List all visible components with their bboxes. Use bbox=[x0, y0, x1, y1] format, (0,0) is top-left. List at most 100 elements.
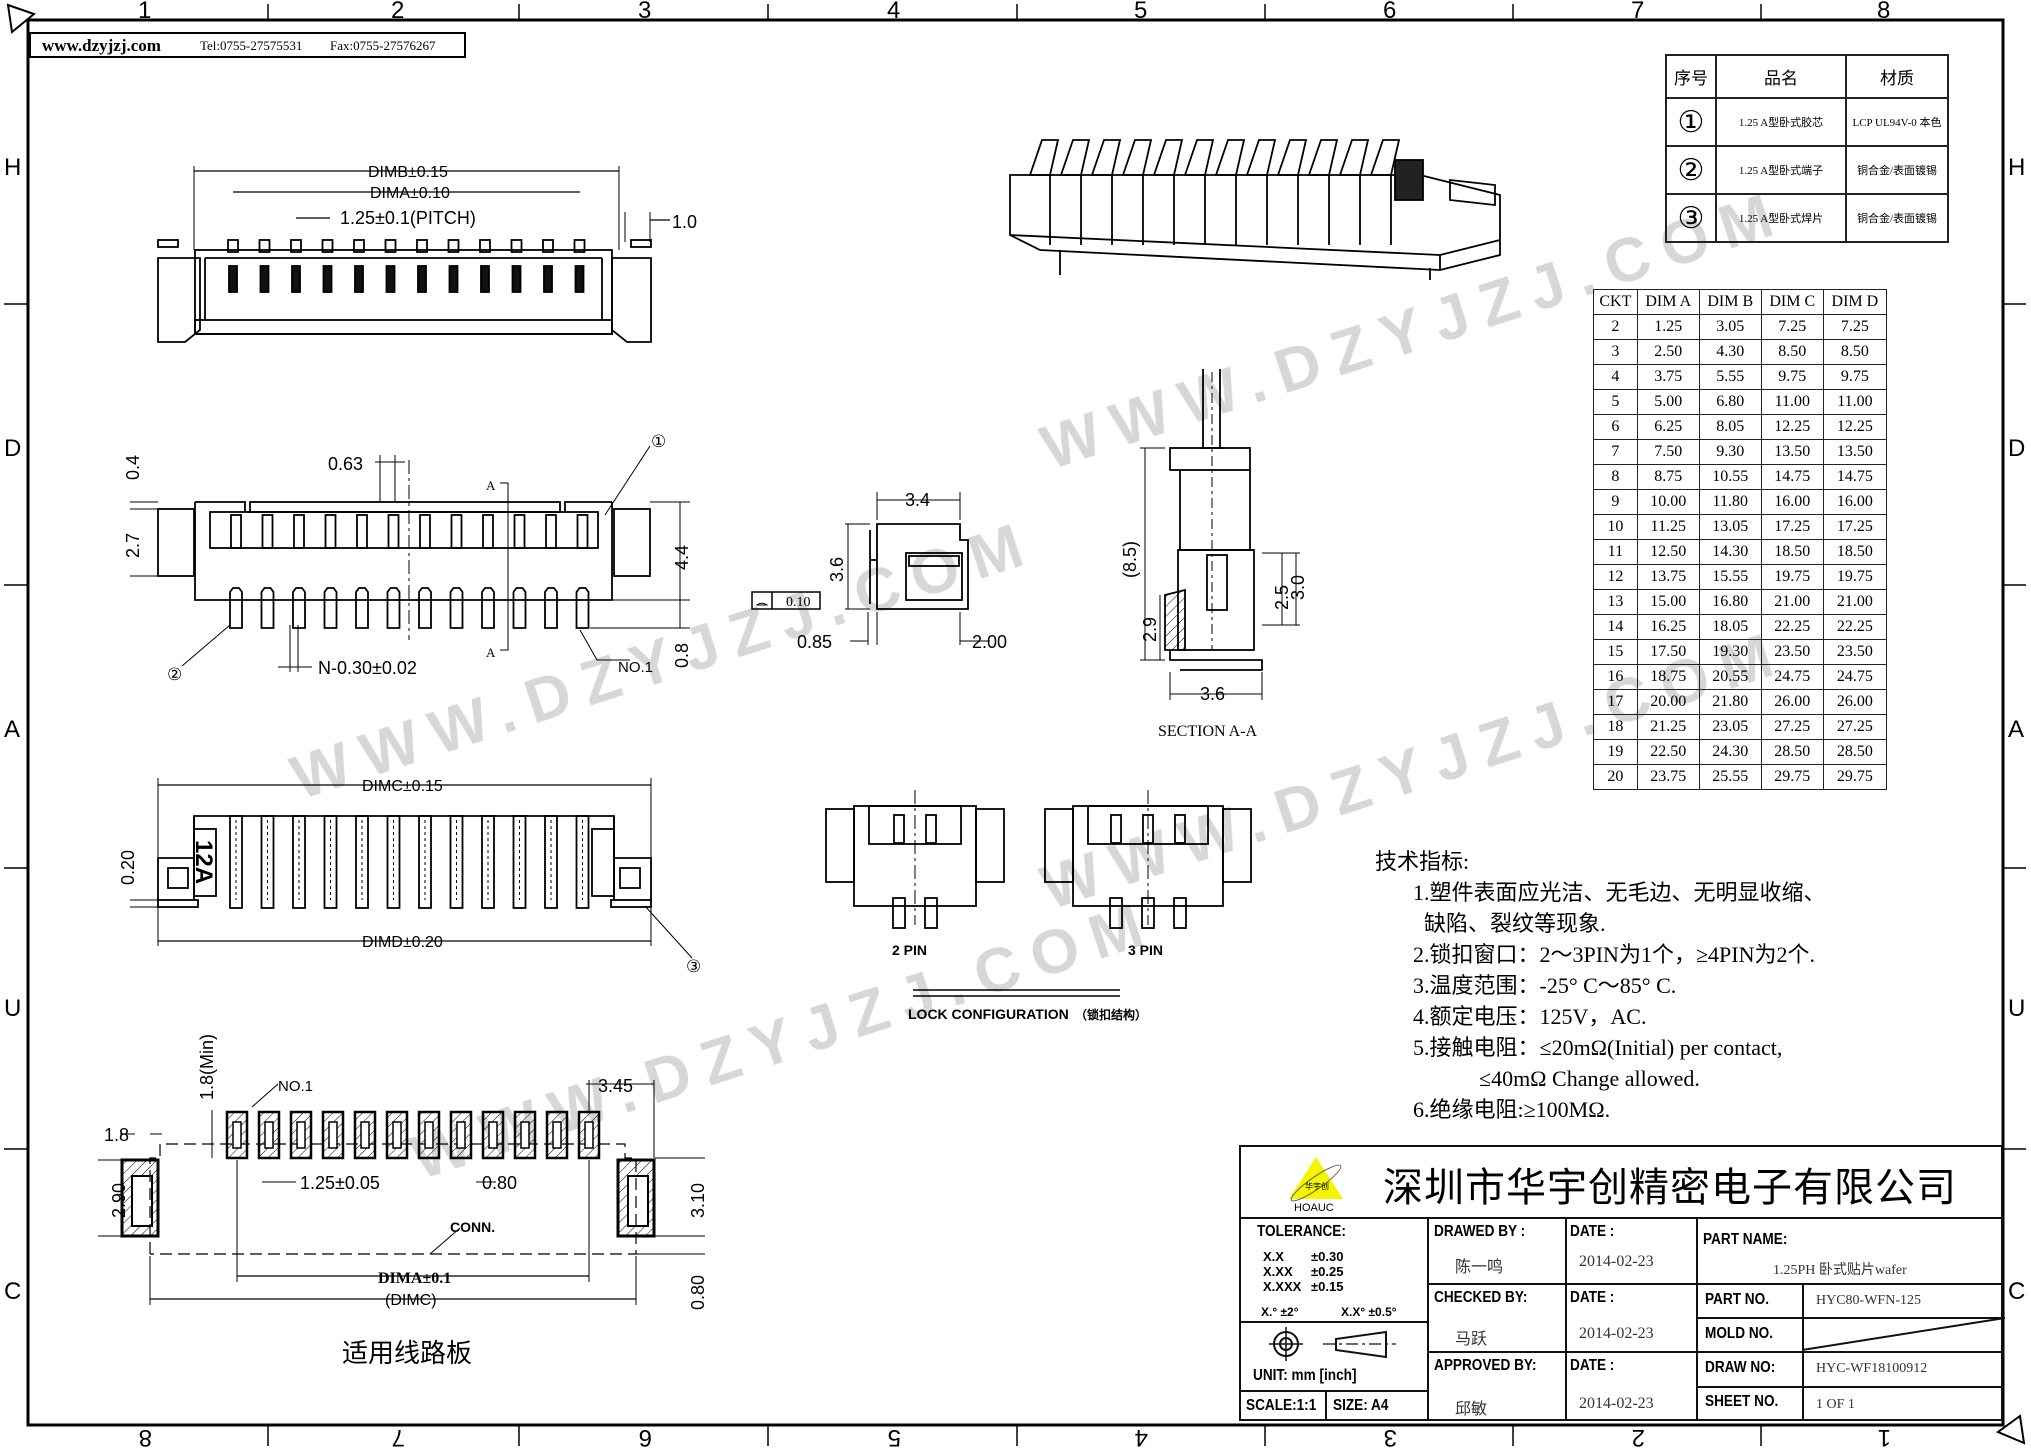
dim-0-4: 0.4 bbox=[123, 455, 143, 480]
dim-cell: 26.00 bbox=[1760, 689, 1824, 715]
dim-cell: 9 bbox=[1593, 489, 1638, 515]
iso-ridge bbox=[1307, 139, 1339, 176]
dim-8-5: (8.5) bbox=[1120, 541, 1140, 578]
contact bbox=[322, 265, 333, 293]
lock-contact bbox=[1142, 814, 1154, 844]
dim-cell: 6.25 bbox=[1636, 414, 1700, 440]
dim-cell: 18.75 bbox=[1636, 664, 1700, 690]
website-text: www.dzyjzj.com bbox=[42, 36, 161, 55]
dim-cell: 27.25 bbox=[1822, 714, 1888, 740]
top-contact bbox=[513, 514, 526, 549]
top-contact bbox=[230, 514, 242, 549]
dim-cell: 6.80 bbox=[1698, 389, 1762, 415]
pin-stub bbox=[416, 239, 428, 253]
pin-stub bbox=[510, 239, 523, 253]
terminal bbox=[544, 815, 558, 909]
top-contact bbox=[482, 514, 494, 549]
section-marker-top: A bbox=[486, 478, 496, 493]
pcb-pad-inner bbox=[360, 1121, 370, 1149]
iso-ridge bbox=[1152, 139, 1184, 176]
dim-cell: 11.80 bbox=[1698, 489, 1762, 515]
zone-column-label: 1 bbox=[138, 0, 151, 24]
lock-pin bbox=[1141, 897, 1155, 929]
part-name-label: PART NAME: bbox=[1703, 1231, 1788, 1248]
contact bbox=[385, 265, 396, 293]
unit-label: UNIT: mm [inch] bbox=[1253, 1367, 1357, 1384]
bottom-pin bbox=[575, 587, 590, 629]
ear-width-label: 1.0 bbox=[672, 212, 697, 232]
title-block: 华宇创 HOAUC 深圳市华宇创精密电子有限公司 TOLERANCE: X.X±… bbox=[1239, 1145, 2005, 1421]
dim-cell: 6 bbox=[1593, 414, 1638, 440]
lock-contact bbox=[893, 814, 905, 844]
part-marking: 12A bbox=[190, 840, 217, 884]
dim-cell: 29.75 bbox=[1822, 764, 1888, 790]
iso-ridge bbox=[1369, 139, 1401, 176]
pin-stub bbox=[353, 239, 365, 253]
bottom-pin bbox=[449, 587, 464, 629]
dim-0-63: 0.63 bbox=[328, 454, 363, 474]
dim-cell: 17.25 bbox=[1822, 514, 1888, 540]
angle-tolerance-2: X.X° ±0.5° bbox=[1341, 1305, 1397, 1319]
note-line: 缺陷、裂纹等现象. bbox=[1413, 911, 1606, 936]
bottom-pin bbox=[292, 587, 306, 629]
zone-column-label: 8 bbox=[1877, 0, 1890, 24]
bottom-pin bbox=[386, 587, 401, 629]
dim-cell: 7.25 bbox=[1760, 314, 1824, 340]
iso-ridge bbox=[1059, 139, 1091, 176]
terminal bbox=[418, 815, 432, 909]
approved-by-label: APPROVED BY: bbox=[1434, 1357, 1537, 1374]
zone-row-label: H bbox=[2008, 154, 2025, 181]
part-no-label: PART NO. bbox=[1705, 1291, 1769, 1308]
lock-pin bbox=[1109, 897, 1123, 929]
sheet-no-label: SHEET NO. bbox=[1705, 1393, 1779, 1410]
pin-stub bbox=[447, 239, 460, 253]
dim-cell: 21.00 bbox=[1822, 589, 1888, 615]
zone-column-label: 7 bbox=[392, 1424, 405, 1450]
zone-column-label: 8 bbox=[139, 1424, 152, 1450]
bom-item-material: LCP UL94V-0 本色 bbox=[1845, 97, 1949, 147]
dim-a-label: DIMA±0.10 bbox=[370, 185, 450, 202]
lock-pin bbox=[892, 897, 906, 929]
fax-text: Fax:0755-27576267 bbox=[330, 38, 436, 53]
top-contact bbox=[450, 514, 463, 549]
zone-row-label: A bbox=[2008, 716, 2024, 743]
dim-cell: 24.30 bbox=[1698, 739, 1762, 765]
dim-b-label: DIMB±0.15 bbox=[368, 164, 448, 181]
dim-c-label: DIMC±0.15 bbox=[362, 778, 443, 795]
flatness-value: 0.10 bbox=[786, 595, 811, 610]
dim-2-90: 2.90 bbox=[109, 1183, 129, 1218]
conn-label: CONN. bbox=[450, 1219, 495, 1235]
dim-cell: 3.05 bbox=[1698, 314, 1762, 340]
pin-stub bbox=[227, 239, 239, 253]
dim-cell: 19.75 bbox=[1822, 564, 1888, 590]
pcb-pad-inner bbox=[584, 1121, 594, 1149]
pin-stub bbox=[573, 239, 586, 253]
contact bbox=[354, 265, 364, 293]
projection-symbol-icon bbox=[1269, 1327, 1396, 1361]
bottom-pin bbox=[229, 587, 243, 629]
mold-no-empty-slash bbox=[1802, 1317, 2005, 1351]
dim-0-20: 0.20 bbox=[118, 850, 138, 885]
tel-text: Tel:0755-27575531 bbox=[200, 38, 302, 53]
dim-cell: 8 bbox=[1593, 464, 1638, 490]
pad-pitch-label: 1.25±0.05 bbox=[300, 1173, 380, 1193]
dim-cell: 7 bbox=[1593, 439, 1638, 465]
bottom-pin bbox=[512, 587, 527, 629]
dim-cell: 16 bbox=[1593, 664, 1638, 690]
pcb-pad-inner bbox=[232, 1121, 242, 1149]
zone-column-label: 4 bbox=[1135, 1424, 1148, 1450]
iso-ridge bbox=[1183, 139, 1215, 176]
dim-cell: 17 bbox=[1593, 689, 1638, 715]
top-contact bbox=[387, 514, 400, 549]
contact bbox=[511, 265, 522, 293]
rear-view-labels: DIMC±0.15 DIMD±0.20 0.20 12A ③ bbox=[118, 778, 701, 976]
contact bbox=[228, 265, 238, 293]
zone-column-label: 4 bbox=[887, 0, 900, 24]
